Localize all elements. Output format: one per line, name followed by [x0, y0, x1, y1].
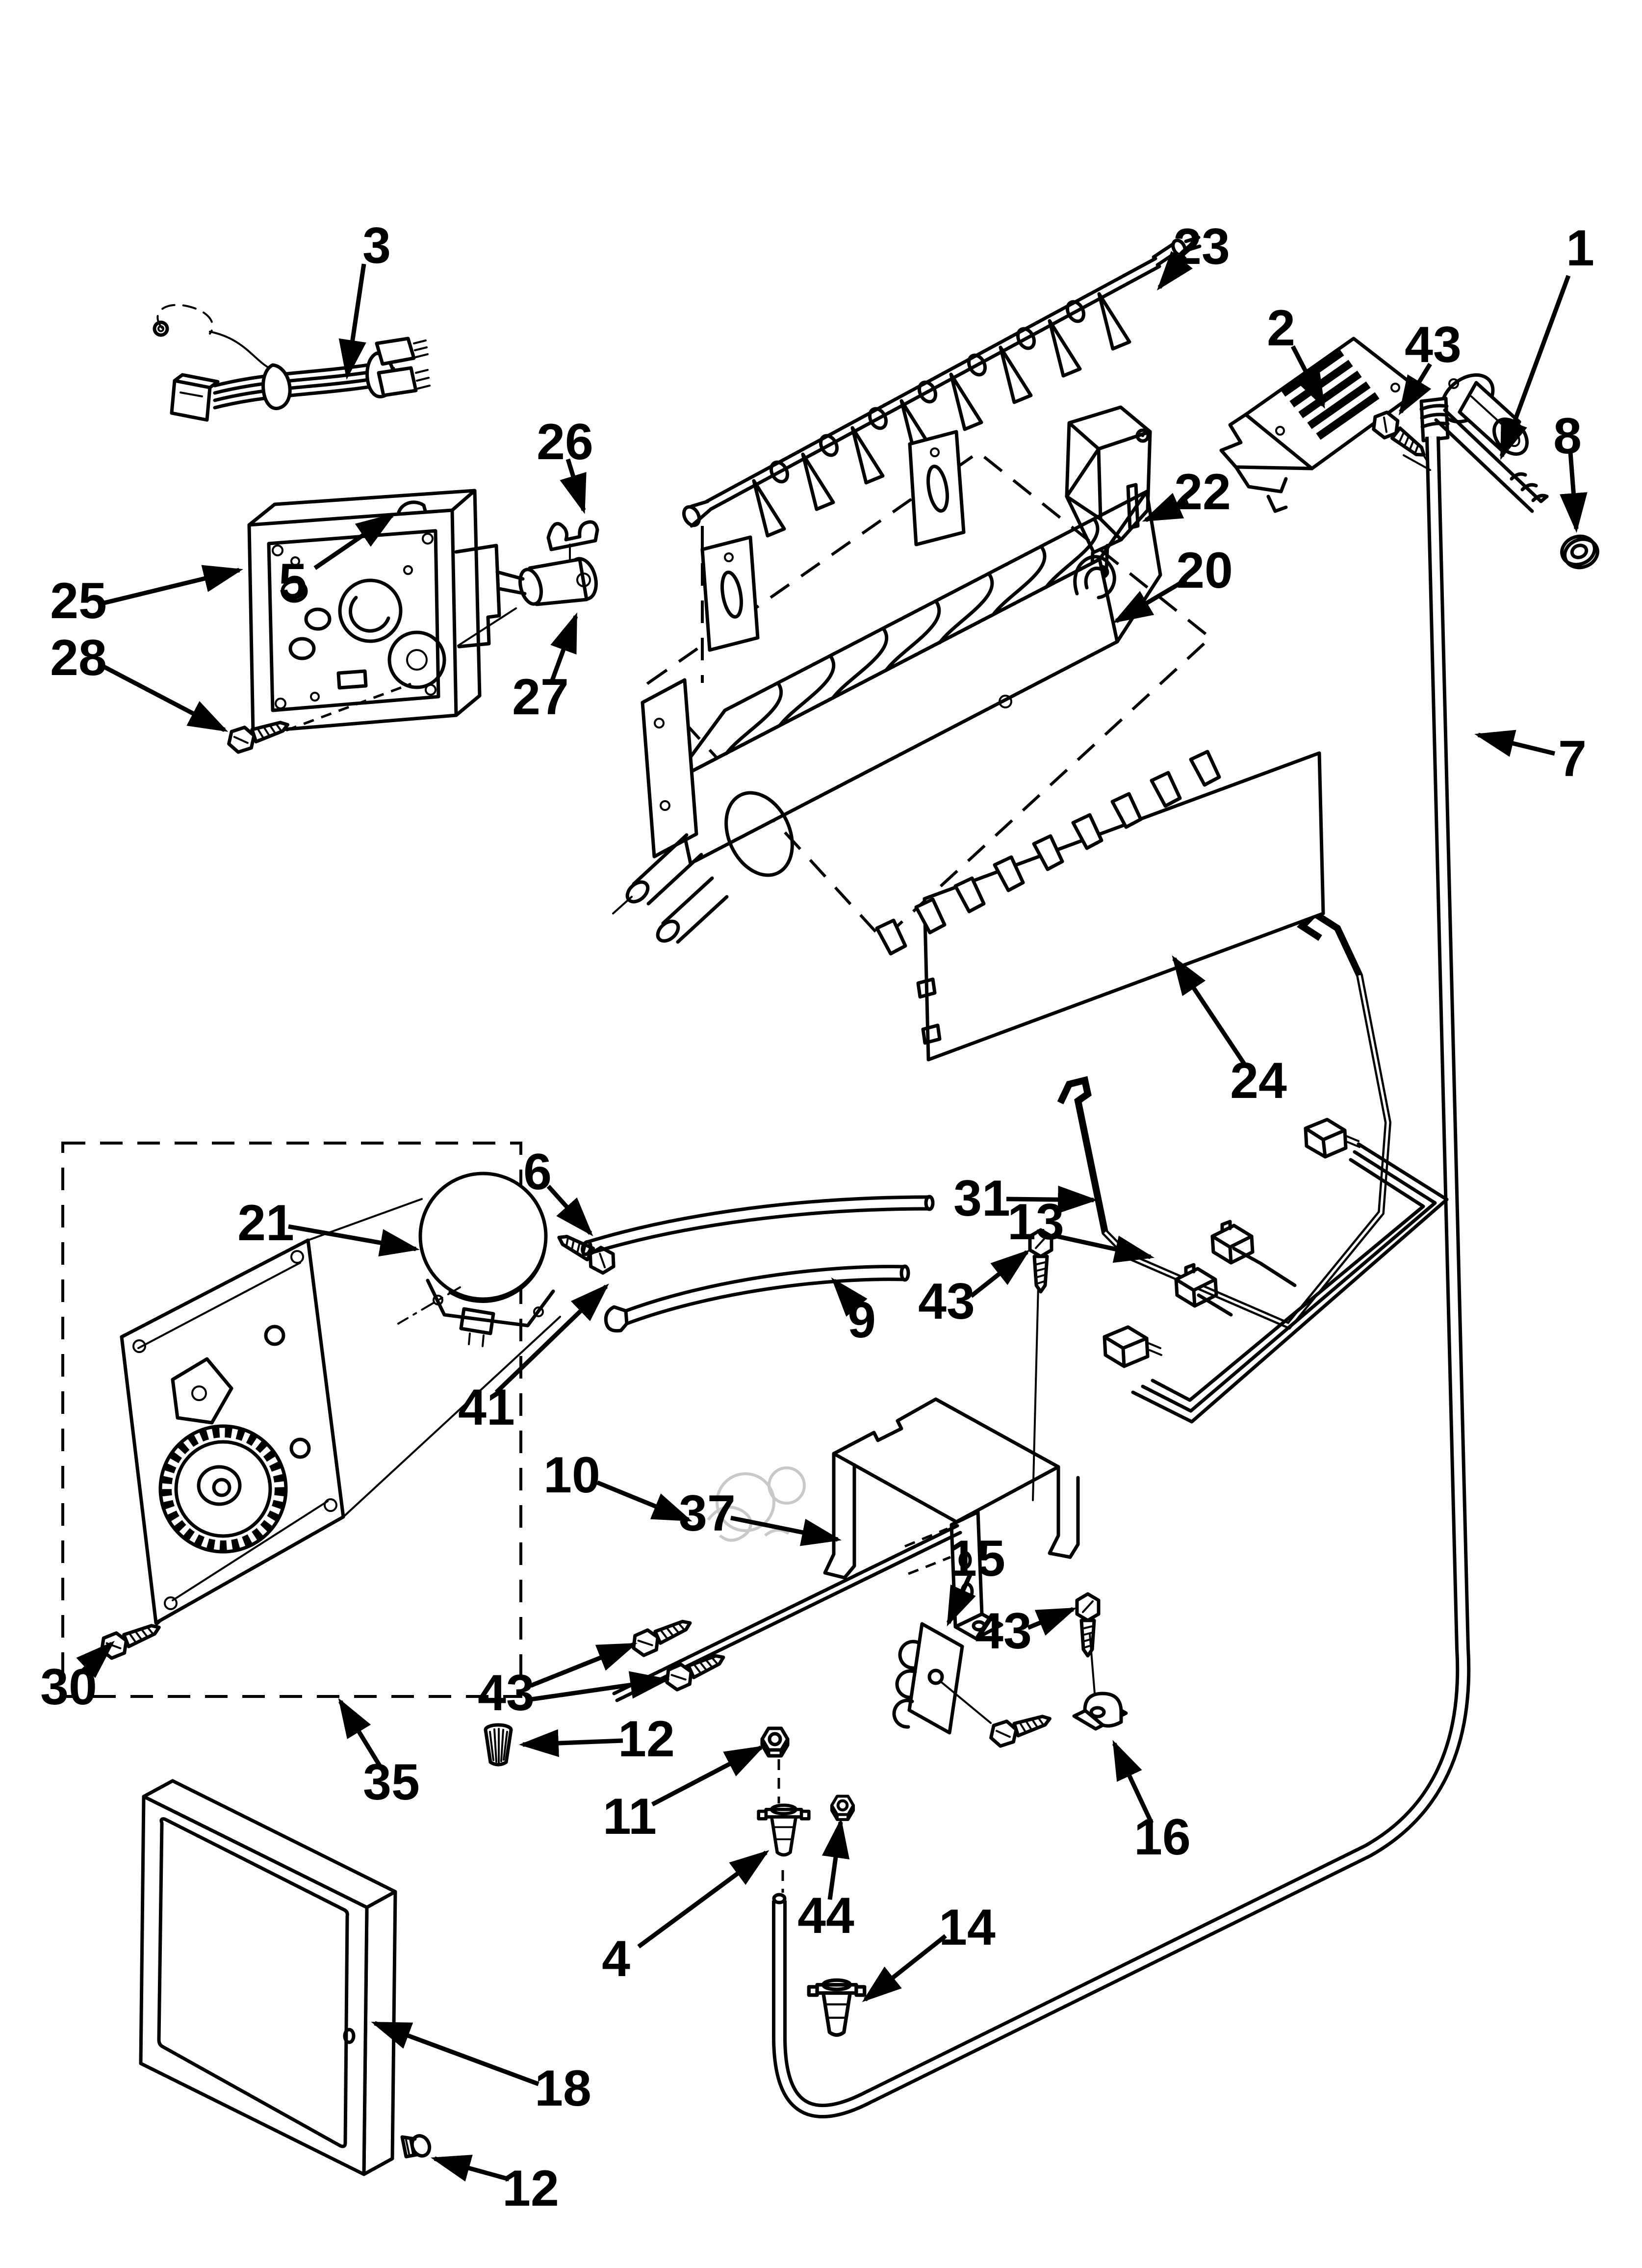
callout-arrow-c8 — [1560, 452, 1588, 533]
callout-arrow-c21 — [288, 1224, 420, 1257]
ice-stripper-part-drawing — [875, 750, 1325, 1062]
callout-arrow-c16 — [1112, 1740, 1154, 1824]
fill-cup-part-drawing — [1065, 405, 1152, 580]
callout-number-c11: 11 — [603, 1788, 657, 1845]
callout-number-c20: 20 — [1176, 542, 1233, 599]
icemaker-mold-part-drawing — [612, 430, 1213, 944]
callout-arrow-c28 — [100, 663, 229, 732]
callout-arrow-c37 — [730, 1515, 842, 1546]
callout-arrow-c12b — [431, 2155, 510, 2182]
callout-number-c37: 37 — [679, 1485, 736, 1542]
callouts-layer: 1234567891011121213141516182021222324252… — [40, 217, 1594, 2217]
drive-assembly-part-drawing — [61, 1142, 618, 1698]
callout-number-c3: 3 — [362, 217, 391, 274]
callout-arrow-c43b — [970, 1249, 1030, 1298]
callout-number-c43b: 43 — [918, 1273, 975, 1330]
callout-number-c21: 21 — [237, 1195, 294, 1251]
callout-arrow-c13 — [1052, 1233, 1155, 1263]
callout-number-c15: 15 — [949, 1530, 1005, 1587]
drain-tubes-part-drawing — [581, 1195, 935, 1333]
water-inlet-fitting-part-drawing — [1368, 373, 1599, 570]
module-housing-part-drawing — [226, 489, 501, 754]
callout-arrow-c15 — [946, 1574, 976, 1627]
callout-number-c43d: 43 — [478, 1665, 535, 1721]
callout-arrow-c2 — [1291, 345, 1325, 409]
callout-arrow-c26 — [560, 458, 587, 514]
callout-arrow-c24 — [1172, 955, 1247, 1066]
callout-number-c27: 27 — [512, 669, 569, 726]
callout-number-c10: 10 — [543, 1447, 600, 1504]
callout-number-c12b: 12 — [502, 2160, 559, 2217]
callout-number-c35: 35 — [363, 1754, 420, 1811]
support-rod-part-drawing — [612, 1466, 962, 1702]
tube-clamp-clip-part-drawing — [1072, 1692, 1128, 1731]
wire-harness-part-drawing — [153, 304, 431, 422]
ejector-rake-part-drawing — [682, 235, 1202, 683]
callout-arrow-c6 — [546, 1184, 593, 1237]
sensor-harness-part-drawing — [1103, 1118, 1449, 1424]
callout-arrow-c43c — [1027, 1607, 1077, 1636]
callout-number-c18: 18 — [535, 2060, 591, 2117]
callout-arrow-c14 — [862, 1934, 947, 2003]
callout-arrow-c12a — [518, 1729, 623, 1757]
callout-arrow-c22 — [1142, 493, 1189, 522]
callout-number-c7: 7 — [1558, 730, 1587, 787]
callout-number-c43a: 43 — [1405, 316, 1462, 373]
callout-number-c1: 1 — [1566, 220, 1594, 277]
callout-arrow-c43d — [530, 1642, 638, 1688]
callout-arrow-c18 — [371, 2021, 539, 2086]
callout-number-c5: 5 — [279, 553, 307, 610]
callout-number-c25: 25 — [50, 573, 107, 629]
callout-arrow-c30 — [76, 1641, 115, 1678]
callout-number-c16: 16 — [1134, 1809, 1191, 1866]
callout-number-c31: 31 — [953, 1170, 1010, 1227]
mount-bracket-part-drawing — [823, 1397, 1080, 1641]
callout-arrow-c35 — [338, 1698, 383, 1769]
callout-arrow-c44 — [821, 1818, 850, 1900]
callout-number-c23: 23 — [1173, 218, 1230, 275]
callout-number-c26: 26 — [537, 414, 593, 470]
leader-lines — [1032, 454, 1431, 1501]
callout-number-c41: 41 — [458, 1379, 515, 1436]
callout-number-c13: 13 — [1007, 1194, 1064, 1251]
callout-number-c24: 24 — [1230, 1052, 1287, 1109]
callout-arrow-c27 — [549, 612, 578, 684]
callout-arrow-c20 — [1113, 578, 1187, 624]
tube-fittings-part-drawing — [400, 1725, 865, 2159]
callout-number-c6: 6 — [523, 1144, 552, 1200]
power-plug-part-drawing — [457, 557, 598, 647]
callout-number-c9: 9 — [847, 1292, 876, 1349]
callout-arrow-c31 — [1006, 1185, 1098, 1214]
callout-number-c43c: 43 — [975, 1603, 1032, 1660]
callout-number-c28: 28 — [50, 629, 107, 686]
callout-number-c12a: 12 — [618, 1711, 675, 1768]
callout-arrow-c41 — [494, 1283, 609, 1394]
callout-arrow-c43a — [1398, 363, 1432, 416]
callout-arrow-c10 — [596, 1480, 693, 1522]
callout-arrow-c11 — [651, 1746, 765, 1806]
callout-number-c44: 44 — [797, 1887, 854, 1944]
callout-arrow-c1 — [1499, 275, 1571, 460]
callout-number-c14: 14 — [939, 1899, 996, 1956]
callout-arrow-c7 — [1474, 730, 1556, 757]
callout-arrow-c43d — [530, 1671, 670, 1702]
callout-arrow-c9 — [831, 1277, 868, 1317]
callout-number-c22: 22 — [1174, 464, 1231, 521]
stripper-teeth — [875, 750, 1221, 956]
callout-number-c8: 8 — [1553, 408, 1582, 465]
callout-arrow-c4 — [637, 1850, 770, 1949]
access-cover-part-drawing — [139, 1779, 397, 2176]
callout-number-c30: 30 — [40, 1659, 97, 1716]
callout-number-c2: 2 — [1267, 300, 1295, 357]
callout-arrow-c23 — [1156, 251, 1193, 291]
callout-number-c4: 4 — [602, 1930, 630, 1987]
callout-arrow-c5 — [313, 513, 396, 570]
callout-arrow-c25 — [101, 565, 243, 606]
wire-holder-bracket-part-drawing — [892, 1594, 1099, 1748]
callout-arrow-c3 — [338, 263, 366, 380]
water-fill-tube-part-drawing — [772, 436, 1471, 2118]
